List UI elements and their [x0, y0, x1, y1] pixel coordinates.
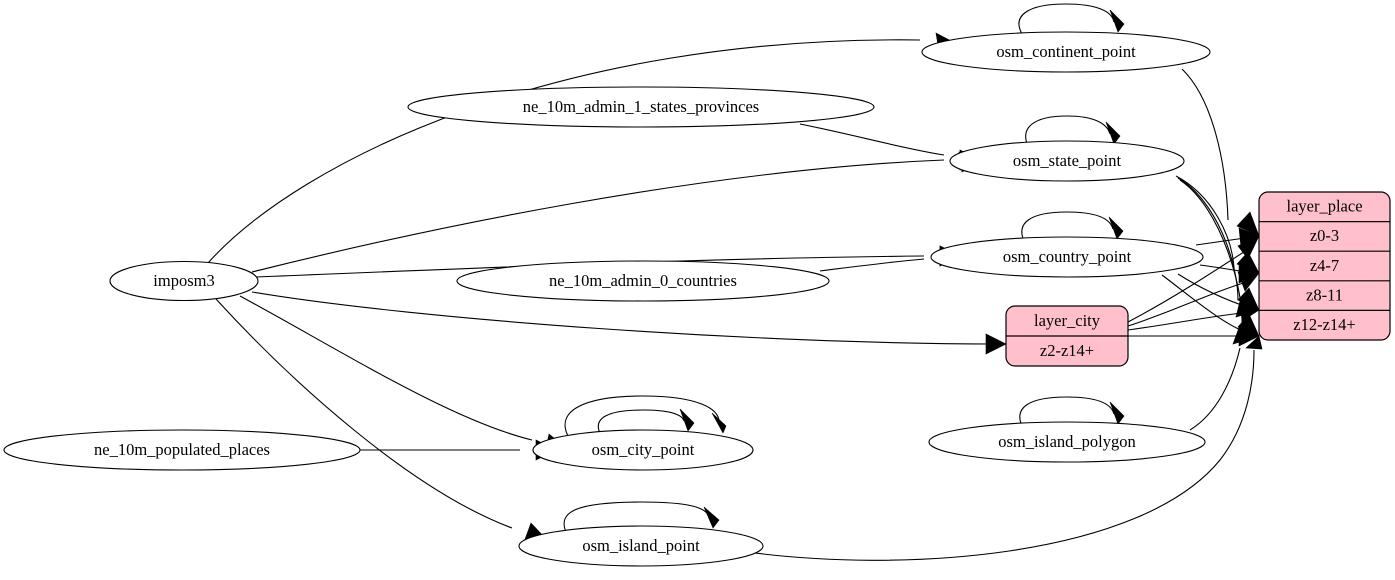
node-ne_10m_populated_places[interactable]: ne_10m_populated_places — [3, 429, 361, 471]
record-node-layer_city[interactable]: layer_city z2-z14+ — [1005, 305, 1129, 367]
self-edge — [1019, 396, 1125, 427]
record-row-title[interactable]: layer_place — [1286, 197, 1362, 216]
node-label: ne_10m_admin_0_countries — [549, 271, 737, 290]
record-row-title[interactable]: layer_city — [1034, 311, 1101, 330]
edge — [215, 298, 547, 543]
node-osm_state_point[interactable]: osm_state_point — [949, 140, 1185, 182]
node-shape — [518, 525, 764, 567]
node-osm_island_point[interactable]: osm_island_point — [518, 525, 764, 567]
node-shape — [109, 260, 259, 302]
node-shape — [921, 31, 1211, 73]
node-shape — [928, 421, 1206, 463]
self-edge — [597, 408, 695, 434]
node-label: osm_state_point — [1013, 151, 1122, 170]
node-label: osm_island_point — [582, 536, 700, 555]
node-shape — [407, 86, 875, 128]
node-shape — [532, 429, 754, 471]
node-shape — [456, 260, 830, 302]
self-edge — [1018, 3, 1125, 35]
node-label: osm_city_point — [592, 440, 695, 459]
record-row-z12[interactable]: z12-z14+ — [1293, 315, 1355, 334]
node-shape — [930, 236, 1204, 278]
record-row-z0_3[interactable]: z0-3 — [1310, 226, 1339, 245]
edge — [1127, 235, 1260, 323]
edge — [239, 295, 567, 455]
node-label: osm_island_polygon — [998, 432, 1136, 451]
node-osm_island_polygon[interactable]: osm_island_polygon — [928, 421, 1206, 463]
node-osm_country_point[interactable]: osm_country_point — [930, 236, 1204, 278]
record-body — [1258, 191, 1391, 341]
edge — [251, 291, 1007, 355]
edge — [251, 149, 981, 273]
self-edge — [564, 395, 727, 437]
self-edge — [563, 501, 720, 533]
edge — [1127, 271, 1260, 327]
edge — [739, 335, 1263, 561]
node-label: osm_country_point — [1003, 247, 1132, 266]
node-osm_continent_point[interactable]: osm_continent_point — [921, 31, 1211, 73]
record-row-z2_14[interactable]: z2-z14+ — [1040, 341, 1094, 360]
record-layer: layer_place z0-3 z4-7 z8-11 z12-z14+ layer_ci… — [1005, 191, 1391, 367]
node-ne_10m_admin_0_countries[interactable]: ne_10m_admin_0_countries — [456, 260, 830, 302]
edge — [1189, 324, 1260, 431]
node-label: imposm3 — [153, 271, 214, 290]
edge — [1181, 68, 1260, 237]
node-label: ne_10m_populated_places — [94, 440, 270, 459]
record-node-layer_place[interactable]: layer_place z0-3 z4-7 z8-11 z12-z14+ — [1258, 191, 1391, 341]
node-layer: imposm3 ne_10m_populated_places ne_10m_adm… — [3, 31, 1211, 567]
self-edge — [1025, 115, 1121, 147]
node-shape — [949, 140, 1185, 182]
node-osm_city_point[interactable]: osm_city_point — [532, 429, 754, 471]
node-ne_10m_admin_1_states_provinces[interactable]: ne_10m_admin_1_states_provinces — [407, 86, 875, 128]
record-row-z4_7[interactable]: z4-7 — [1310, 256, 1339, 275]
node-imposm3[interactable]: imposm3 — [109, 260, 259, 302]
self-edge — [1021, 211, 1124, 242]
node-label: osm_continent_point — [996, 42, 1136, 61]
record-row-z8_11[interactable]: z8-11 — [1306, 285, 1343, 304]
edge — [207, 32, 956, 264]
edge — [1127, 301, 1260, 331]
node-label: ne_10m_admin_1_states_provinces — [523, 97, 759, 116]
node-shape — [3, 429, 361, 471]
